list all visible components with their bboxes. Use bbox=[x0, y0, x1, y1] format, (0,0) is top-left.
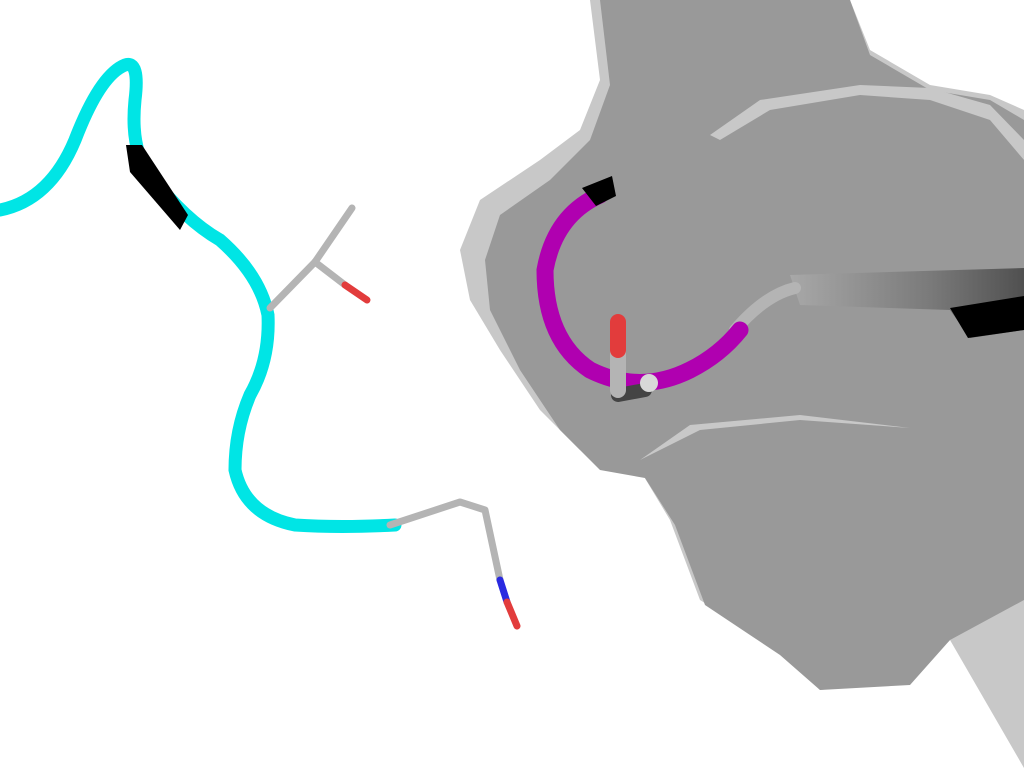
ligand-peptide-ribbon bbox=[0, 58, 402, 533]
ligand-sheet-segment bbox=[126, 145, 188, 230]
pocket-peptide-ribbon bbox=[536, 186, 749, 391]
pocket-atom-sphere bbox=[640, 374, 658, 392]
pocket-peptide-sheet-tip bbox=[582, 176, 616, 206]
surface-ridge bbox=[710, 85, 1024, 160]
protein-surface bbox=[485, 0, 1024, 690]
side-chain-upper-oxygen bbox=[341, 281, 371, 304]
side-chain-upper bbox=[266, 204, 356, 312]
surface-ridge-lower bbox=[640, 415, 910, 460]
side-chain-lower-oxygen bbox=[503, 598, 521, 630]
beta-sheet-arrow-head bbox=[950, 296, 1024, 338]
side-chain-lower bbox=[386, 498, 504, 584]
side-chain-lower-nitrogen bbox=[496, 576, 511, 606]
